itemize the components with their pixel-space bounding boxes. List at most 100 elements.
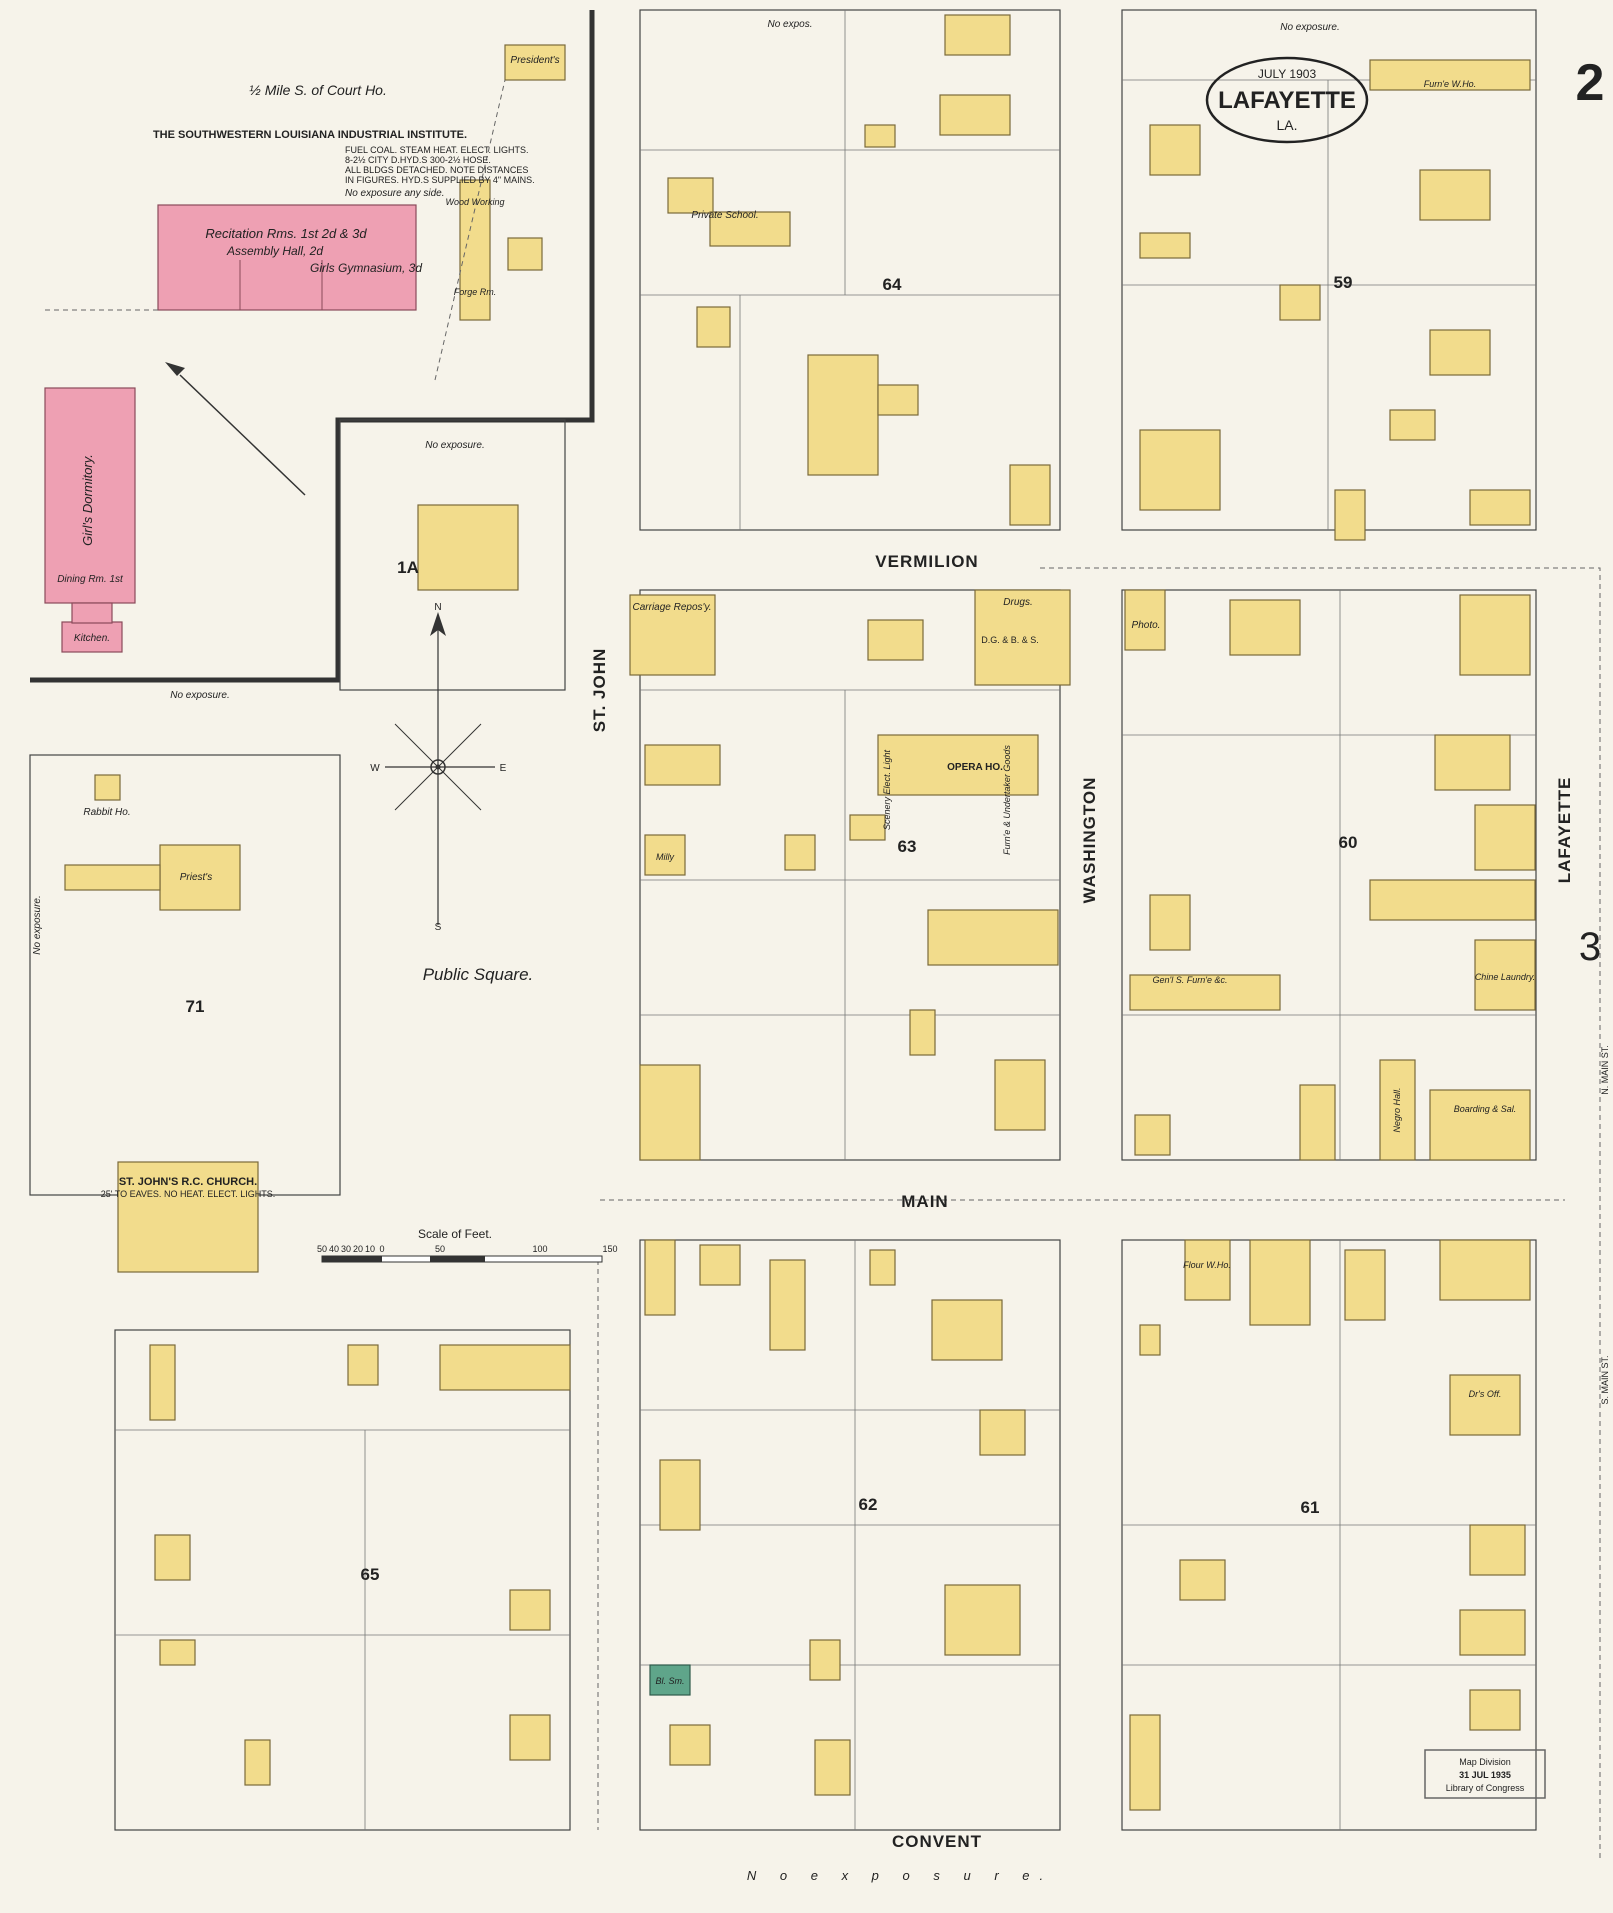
bl-sm-label: Bl. Sm. bbox=[655, 1676, 684, 1686]
stamp-line-2: 31 JUL 1935 bbox=[1459, 1770, 1511, 1780]
map-date: JULY 1903 bbox=[1258, 67, 1317, 81]
priests-label: Priest's bbox=[180, 872, 212, 883]
sheet-number: 2 bbox=[1576, 54, 1605, 112]
gen-s-furn-label: Gen'l S. Furn'e &c. bbox=[1153, 975, 1228, 985]
forge-label: Forge Rm. bbox=[454, 287, 497, 297]
recitation-building bbox=[157, 204, 417, 311]
institute-note-2: 8-2½ CITY D.HYD.S 300-2½ HOSE. bbox=[345, 155, 491, 165]
private-school-label: Private School. bbox=[691, 210, 758, 221]
scale-label: Scale of Feet. bbox=[418, 1227, 492, 1241]
church-notes: 25' TO EAVES. NO HEAT. ELECT. LIGHTS. bbox=[101, 1189, 276, 1199]
block-number-64: 64 bbox=[883, 275, 902, 294]
exposure-institute-south: No exposure. bbox=[170, 690, 229, 701]
assembly-label: Assembly Hall, 2d bbox=[226, 244, 323, 258]
presidents-house bbox=[504, 44, 566, 81]
buildings-blocks-65-71 bbox=[64, 774, 571, 1786]
street-lafayette: LAFAYETTE bbox=[1555, 777, 1574, 884]
milly bbox=[644, 834, 686, 876]
block-1a-house bbox=[417, 504, 519, 591]
public-square-label: Public Square. bbox=[423, 965, 534, 984]
institute-north-arrow bbox=[165, 362, 306, 496]
block-number-65: 65 bbox=[361, 1565, 380, 1584]
block-number-60: 60 bbox=[1339, 833, 1358, 852]
street-n-main: N. MAIN ST. bbox=[1600, 1045, 1610, 1095]
block-number-63: 63 bbox=[898, 837, 917, 856]
map-city: LAFAYETTE bbox=[1218, 87, 1356, 114]
scale-tick: 20 bbox=[353, 1244, 363, 1254]
scale-tick: 10 bbox=[365, 1244, 375, 1254]
furn-whs-label: Furn'e W.Ho. bbox=[1424, 79, 1476, 89]
institute-buildings bbox=[44, 44, 566, 653]
block-outlines bbox=[29, 9, 1537, 1831]
scale-tick: 100 bbox=[532, 1244, 547, 1254]
institute-note-1: FUEL COAL. STEAM HEAT. ELECT. LIGHTS. bbox=[345, 145, 529, 155]
scenery-label: Scenery Elect. Light bbox=[882, 749, 892, 830]
buildings-block-62 bbox=[644, 1239, 1026, 1796]
buildings-block-64 bbox=[667, 14, 1051, 526]
block-number-61: 61 bbox=[1301, 1498, 1320, 1517]
institute-boundary bbox=[30, 10, 595, 683]
exposure-block-59: No exposure. bbox=[1280, 22, 1339, 33]
scale-tick: 30 bbox=[341, 1244, 351, 1254]
street-convent: CONVENT bbox=[892, 1832, 982, 1851]
buildings-block-60 bbox=[1124, 589, 1536, 1161]
compass-n: N bbox=[434, 602, 441, 613]
boarding-saloon bbox=[1429, 1089, 1531, 1161]
doctors-office bbox=[1449, 1374, 1521, 1436]
opera-house bbox=[877, 734, 1039, 796]
carriage-repository bbox=[629, 594, 716, 676]
negro-hall bbox=[1379, 1059, 1416, 1161]
drs-off-label: Dr's Off. bbox=[1469, 1389, 1502, 1399]
scale-tick: 50 bbox=[317, 1244, 327, 1254]
buildings-block-59 bbox=[1139, 59, 1531, 541]
scale-ticks: 50 40 30 20 10 0 50 100 150 bbox=[317, 1244, 618, 1254]
flour-label: Flour W.Ho. bbox=[1183, 1260, 1231, 1270]
compass-e: E bbox=[500, 763, 507, 774]
buildings-block-63 bbox=[629, 589, 1071, 1161]
chine-laundry-label: Chine Laundry. bbox=[1475, 972, 1535, 982]
scale-bar bbox=[321, 1255, 603, 1263]
wood-working-building bbox=[459, 179, 491, 321]
dormitory-label: Girl's Dormitory. bbox=[80, 454, 95, 546]
street-main: MAIN bbox=[901, 1192, 948, 1211]
recitation-label: Recitation Rms. 1st 2d & 3d bbox=[205, 226, 367, 241]
map-state: LA. bbox=[1276, 117, 1297, 133]
church-building bbox=[117, 1161, 259, 1273]
institute-name: THE SOUTHWESTERN LOUISIANA INDUSTRIAL IN… bbox=[153, 129, 467, 141]
title-oval bbox=[1205, 56, 1369, 144]
street-st-john: ST. JOHN bbox=[590, 648, 609, 733]
church-label: ST. JOHN'S R.C. CHURCH. bbox=[119, 1176, 257, 1188]
photo-building bbox=[1124, 589, 1166, 651]
block-number-71: 71 bbox=[186, 997, 205, 1016]
carriage-label: Carriage Repos'y. bbox=[633, 602, 712, 613]
chinese-laundry bbox=[1474, 939, 1536, 1011]
opera-label: OPERA HO. bbox=[947, 762, 1003, 773]
milly-label: Milly bbox=[656, 852, 674, 862]
institute-exposure: No exposure any side. bbox=[345, 188, 445, 199]
compass-w: W bbox=[370, 763, 380, 774]
block-number-1a: 1A bbox=[397, 558, 419, 577]
institute-distance: ½ Mile S. of Court Ho. bbox=[249, 82, 387, 98]
exposure-1a: No exposure. bbox=[425, 440, 484, 451]
presidents-label: President's bbox=[510, 55, 559, 66]
dormitory-building bbox=[44, 387, 136, 604]
priests-house bbox=[159, 844, 241, 911]
boarding-label: Boarding & Sal. bbox=[1454, 1104, 1517, 1114]
compass-s: S bbox=[435, 922, 442, 933]
flour-warehouse bbox=[1184, 1239, 1231, 1301]
adjacent-sheet-number: 3 bbox=[1579, 925, 1601, 969]
dg-label: D.G. & B. & S. bbox=[981, 635, 1039, 645]
photo-label: Photo. bbox=[1132, 620, 1161, 631]
rabbit-label: Rabbit Ho. bbox=[83, 807, 130, 818]
dashed-limit-east bbox=[1040, 567, 1601, 1860]
street-vermilion: VERMILION bbox=[875, 552, 978, 571]
drugs-label: Drugs. bbox=[1003, 597, 1032, 608]
buildings-block-61 bbox=[1129, 1239, 1531, 1811]
institute-note-3: ALL BLDGS DETACHED. NOTE DISTANCES bbox=[345, 165, 528, 175]
block-number-62: 62 bbox=[859, 1495, 878, 1514]
scale-tick: 40 bbox=[329, 1244, 339, 1254]
kitchen-building bbox=[61, 621, 123, 653]
exposure-bottom: N o e x p o s u r e. bbox=[747, 1868, 1053, 1883]
